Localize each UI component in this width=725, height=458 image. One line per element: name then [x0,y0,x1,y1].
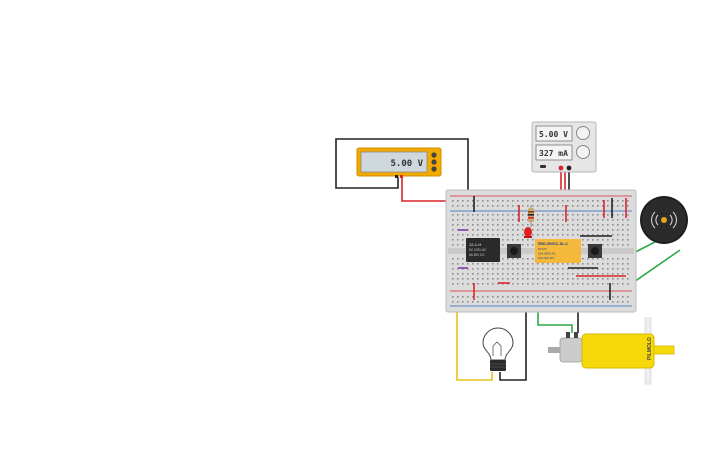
relay-1-label-1: 12-1-H [469,242,481,247]
multimeter-terminal-3[interactable] [431,166,437,172]
psu-voltage-knob[interactable] [576,126,590,140]
dc-motor[interactable]: PILMOLO [548,317,675,385]
multimeter-reading: 5.00 V [390,159,423,169]
multimeter-terminal-1[interactable] [431,152,437,158]
relay-1[interactable]: 12-1-H 5V 125V AC 5A 30V DC [466,238,500,262]
relay-2-label-4: 10A 30V DC [538,256,555,260]
wire-multimeter-black[interactable] [335,138,469,218]
wire-bulb-black[interactable] [499,300,527,381]
power-supply[interactable]: 5.00 V 327 mA [531,121,597,173]
buzzer[interactable] [640,196,688,244]
psu-power-switch[interactable] [540,165,546,168]
psu-negative-terminal[interactable] [566,165,572,171]
pushbutton-1[interactable] [507,244,521,258]
breadboard-holes [452,200,629,303]
pushbutton-2[interactable] [588,244,602,258]
relay-2-label-3: 10A 250V AC [538,252,557,256]
motor-label: PILMOLO [647,337,653,360]
psu-current-knob[interactable] [576,145,590,159]
relay-2[interactable]: SRD-05VDC-SL-C 5V DC 10A 250V AC 10A 30V… [535,239,581,263]
psu-voltage-display: 5.00 V [539,130,568,139]
breadboard-wires [458,196,627,300]
relay-1-label-3: 5A 30V DC [469,253,485,257]
light-bulb-icon[interactable] [482,327,514,371]
speaker-sound-icon [651,211,677,229]
multimeter[interactable]: 5.00 V [356,147,442,178]
psu-current-display: 327 mA [539,149,568,158]
multimeter-terminal-2[interactable] [431,159,437,165]
relay-1-label-2: 5V 125V AC [469,248,487,252]
resistor[interactable] [528,205,534,227]
led[interactable] [524,227,532,238]
relay-2-label-2: 5V DC [538,247,548,251]
wire-bulb-yellow[interactable] [456,283,493,381]
relay-2-label-1: SRD-05VDC-SL-C [538,242,568,246]
psu-positive-terminal[interactable] [558,165,564,171]
